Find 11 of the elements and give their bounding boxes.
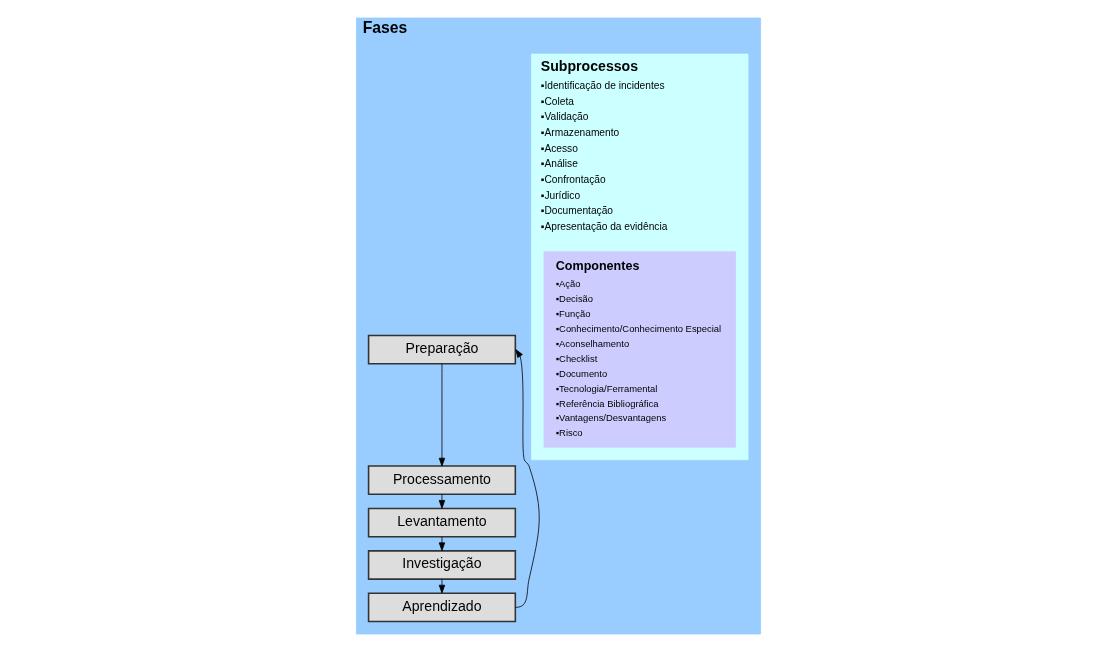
node-box: Processamento [367, 465, 516, 496]
node-box: Componentes ▪Ação ▪Decisão ▪Função ▪Conhecimento/Conhecimento Especial ▪Aconselhamento ▪Checklist ▪Documento ▪Tecnologia/Ferramental ▪Referência Bibliográfica ▪Vantagens/Desvantagens ▪Risco [543, 251, 736, 448]
node-box: Levantamento [367, 507, 516, 538]
node-box: Investigação [367, 550, 516, 580]
node-box: Aprendizado [367, 592, 516, 623]
arrow [438, 536, 445, 552]
arrow [514, 349, 540, 608]
arrow [438, 578, 445, 594]
node-box: Preparação [367, 334, 516, 365]
arrow [438, 493, 445, 509]
arrow [438, 363, 445, 467]
